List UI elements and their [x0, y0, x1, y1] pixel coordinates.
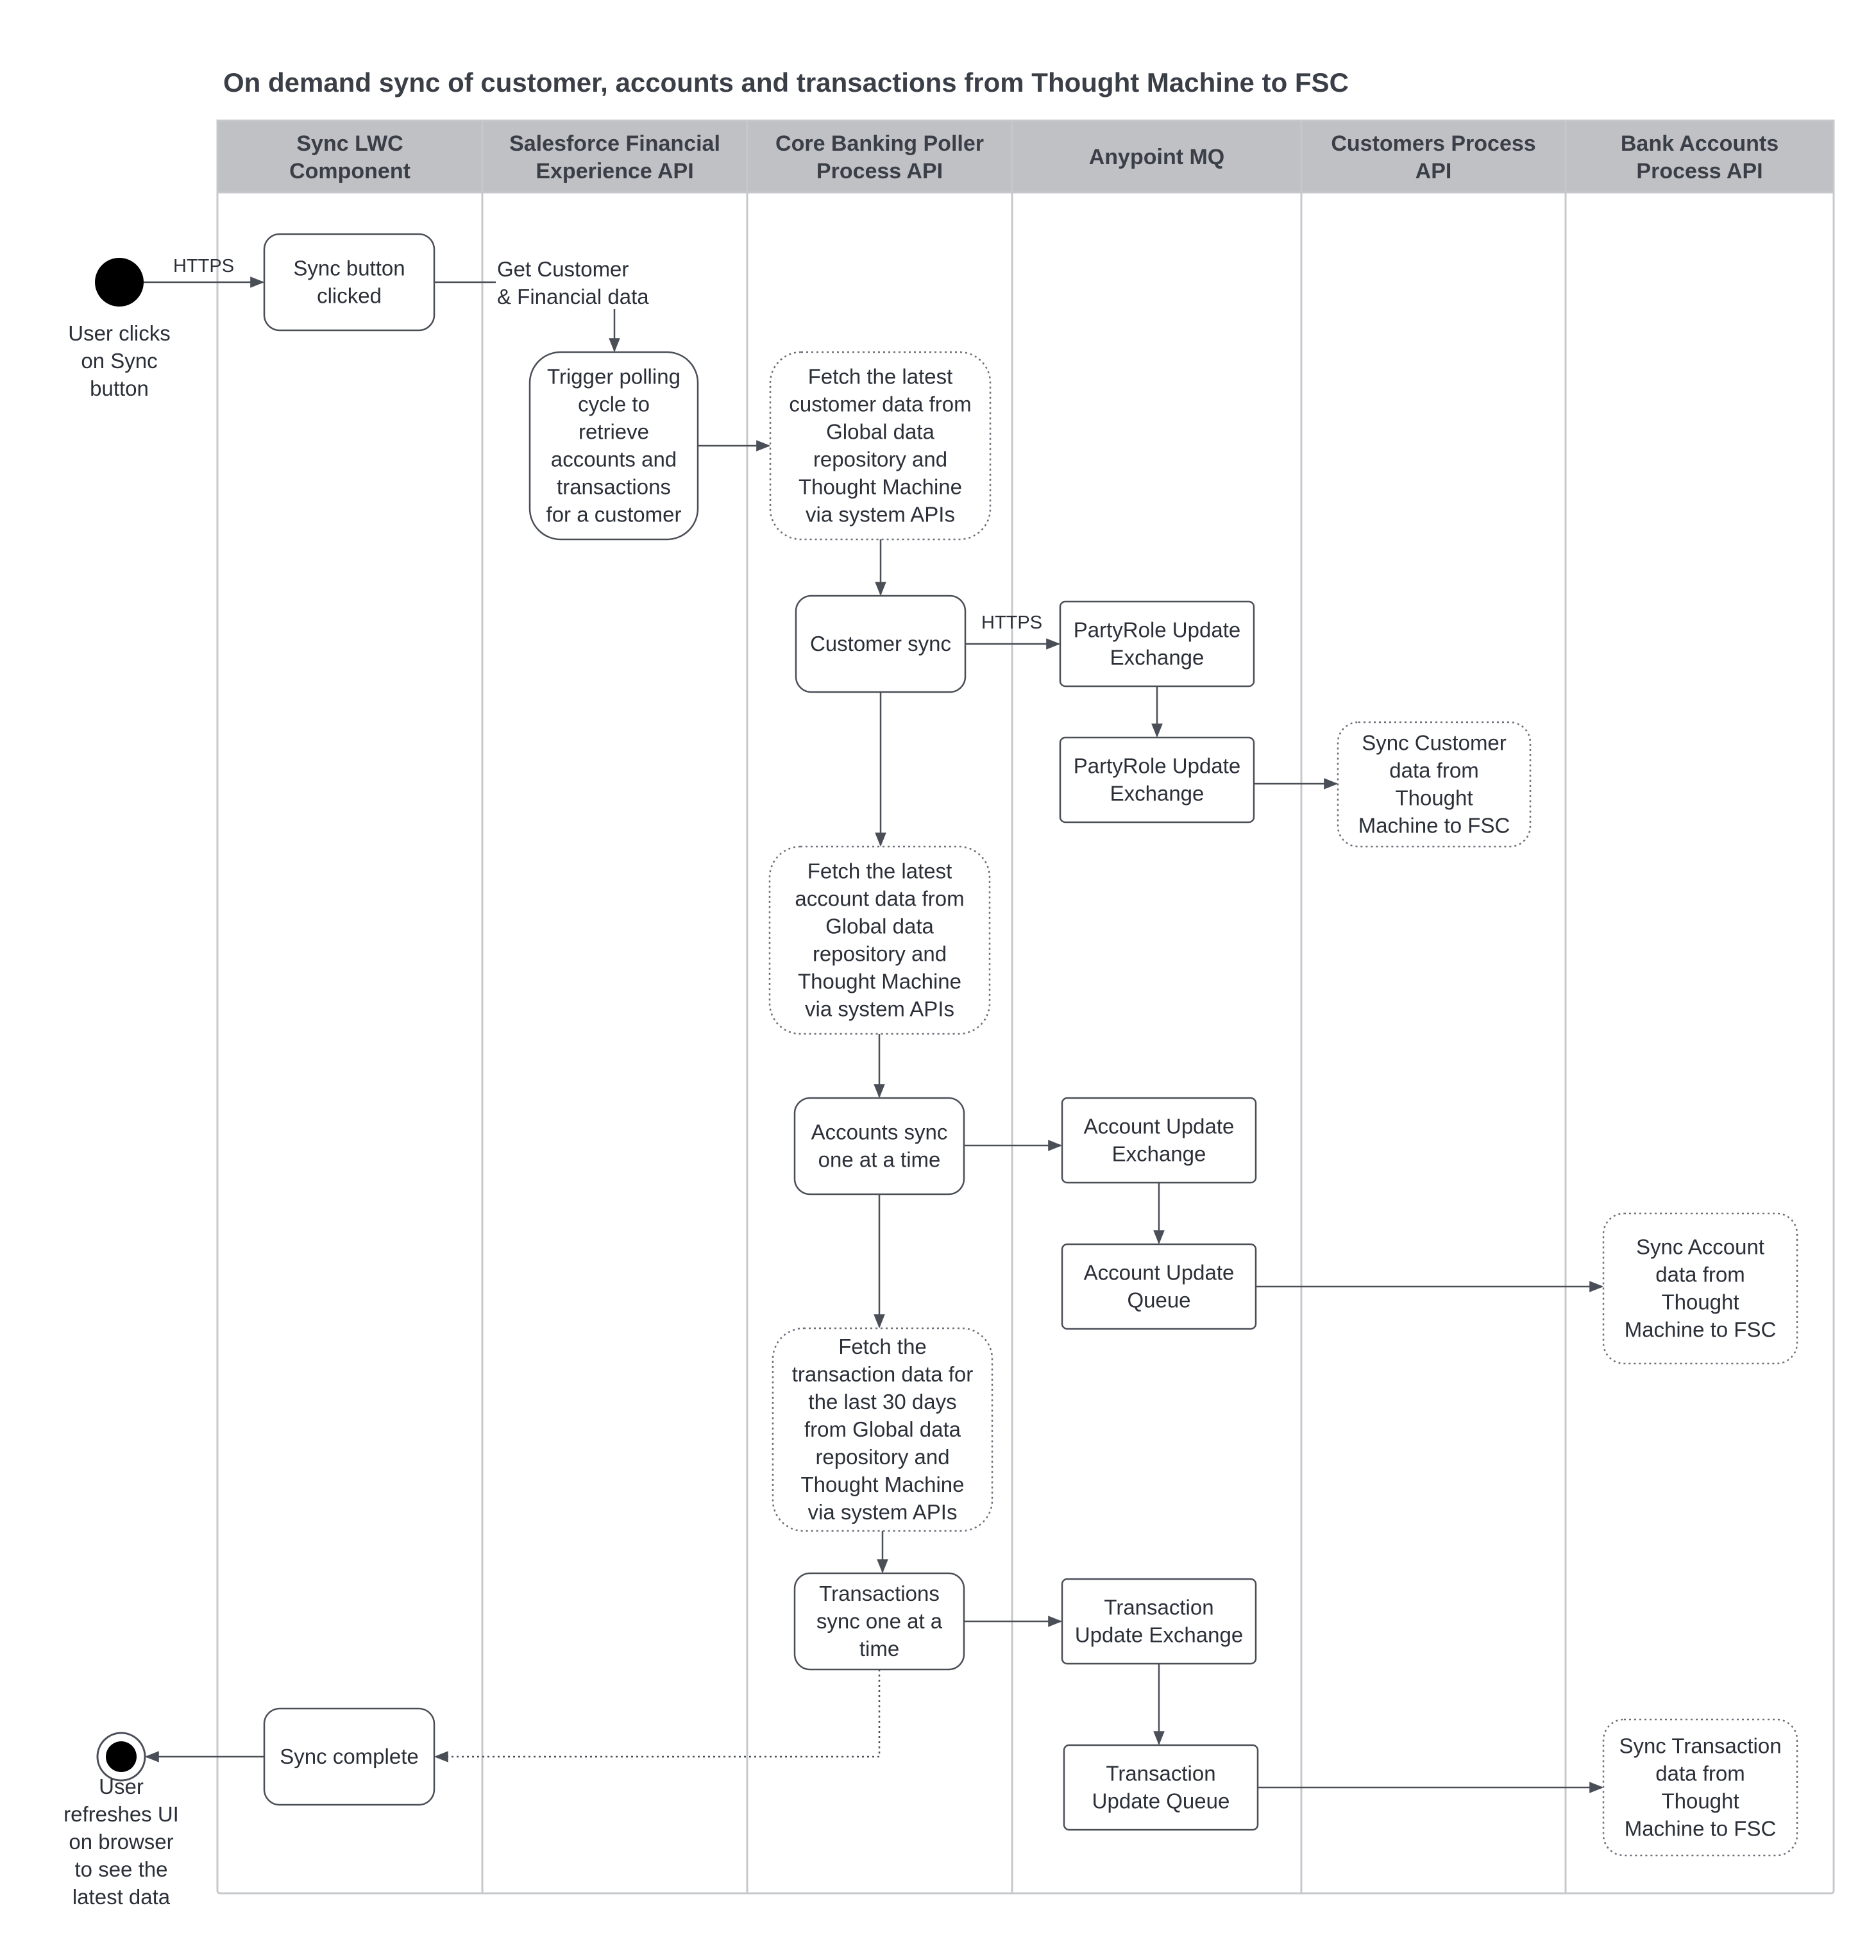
account-queue-node: [1061, 1243, 1257, 1330]
start-node: [95, 258, 144, 307]
partyrole-exchange-2-node: [1059, 736, 1255, 824]
lane-header: Anypoint MQ: [1089, 145, 1225, 169]
fetch-account-node: [768, 845, 991, 1035]
transaction-queue-node: [1063, 1744, 1259, 1831]
diagram-title: On demand sync of customer, accounts and…: [223, 67, 1349, 97]
edge-label-https: HTTPS: [981, 612, 1042, 633]
edge-label-https: HTTPS: [173, 256, 234, 276]
get-customer-label: Get Customer& Financial data: [497, 257, 649, 308]
account-exchange-node: [1061, 1097, 1257, 1184]
partyrole-exchange-1-node: [1059, 600, 1255, 688]
transaction-exchange-node: [1061, 1578, 1257, 1665]
edge-transactions-sync-to-sync-complete: [434, 1669, 881, 1762]
sync-button-node: [263, 233, 435, 332]
fetch-customer-node: [769, 351, 992, 541]
customer-sync-label: Customer sync: [810, 632, 951, 655]
end-node: [106, 1741, 137, 1772]
accounts-sync-node: [793, 1097, 965, 1195]
sync-complete-label: Sync complete: [280, 1745, 418, 1768]
